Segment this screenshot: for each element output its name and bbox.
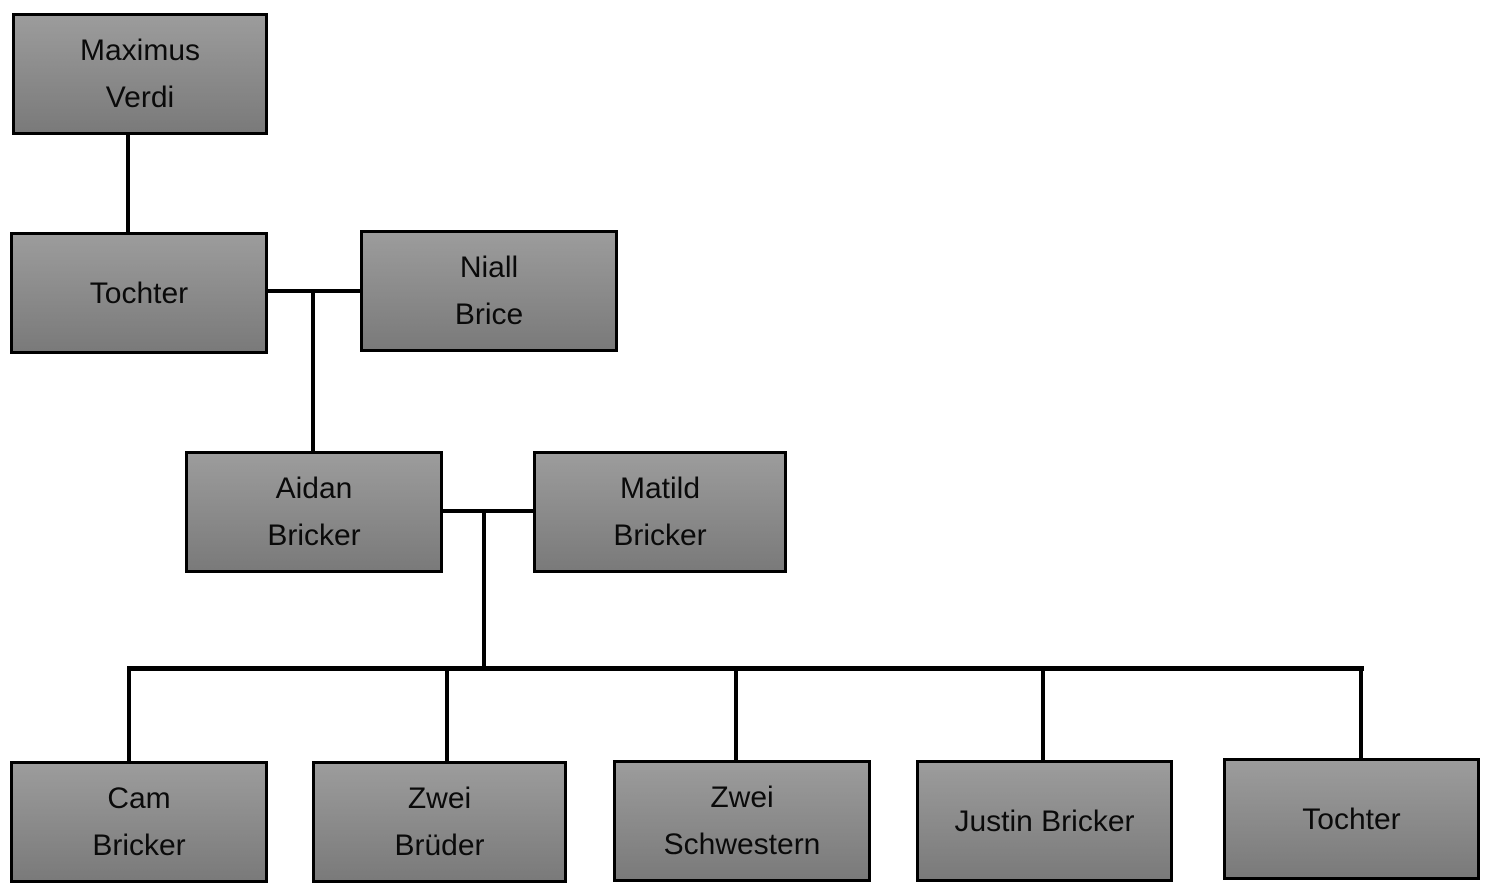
node-aidan-bricker[interactable]: Aidan Bricker <box>185 451 443 573</box>
connector-drop-cam <box>127 669 131 762</box>
node-label: Tochter <box>89 276 189 310</box>
node-zwei-brueder[interactable]: Zwei Brüder <box>312 761 567 883</box>
connector-children-bus <box>127 666 1364 671</box>
node-label: Maximus <box>79 34 200 67</box>
node-label: Aidan <box>275 472 353 505</box>
node-label: Matild <box>619 472 701 505</box>
node-label: Cam <box>107 782 171 815</box>
node-label: Tochter <box>1302 802 1401 836</box>
connector-couple2-to-bus <box>482 511 486 668</box>
node-maximus-verdi[interactable]: Maximus Verdi <box>12 13 268 135</box>
connector-couple1-to-aidan <box>311 291 315 453</box>
node-label: Brüder <box>394 829 485 862</box>
node-label: Bricker <box>613 519 707 552</box>
node-label: Schwestern <box>663 828 821 861</box>
node-label: Zwei <box>710 781 774 814</box>
node-label: Brice <box>454 298 524 331</box>
connector-drop-zwei-schwestern <box>734 669 738 761</box>
node-label: Zwei <box>407 782 472 815</box>
connector-couple-aidan-matild <box>443 509 533 513</box>
node-label: Verdi <box>105 81 175 114</box>
node-label: Niall <box>459 251 519 284</box>
node-justin-bricker[interactable]: Justin Bricker <box>916 760 1173 882</box>
connector-drop-justin <box>1041 669 1045 761</box>
node-cam-bricker[interactable]: Cam Bricker <box>10 761 268 883</box>
node-label: Bricker <box>267 519 361 552</box>
node-label: Bricker <box>92 829 186 862</box>
connector-drop-zwei-brueder <box>445 669 449 762</box>
connector-maximus-to-tochter <box>126 135 130 234</box>
node-zwei-schwestern[interactable]: Zwei Schwestern <box>613 760 871 882</box>
node-tochter-1[interactable]: Tochter <box>10 232 268 354</box>
node-niall-brice[interactable]: Niall Brice <box>360 230 618 352</box>
connector-drop-tochter2 <box>1359 669 1363 759</box>
node-tochter-2[interactable]: Tochter <box>1223 758 1480 880</box>
node-label: Justin Bricker <box>954 804 1135 838</box>
node-matild-bricker[interactable]: Matild Bricker <box>533 451 787 573</box>
